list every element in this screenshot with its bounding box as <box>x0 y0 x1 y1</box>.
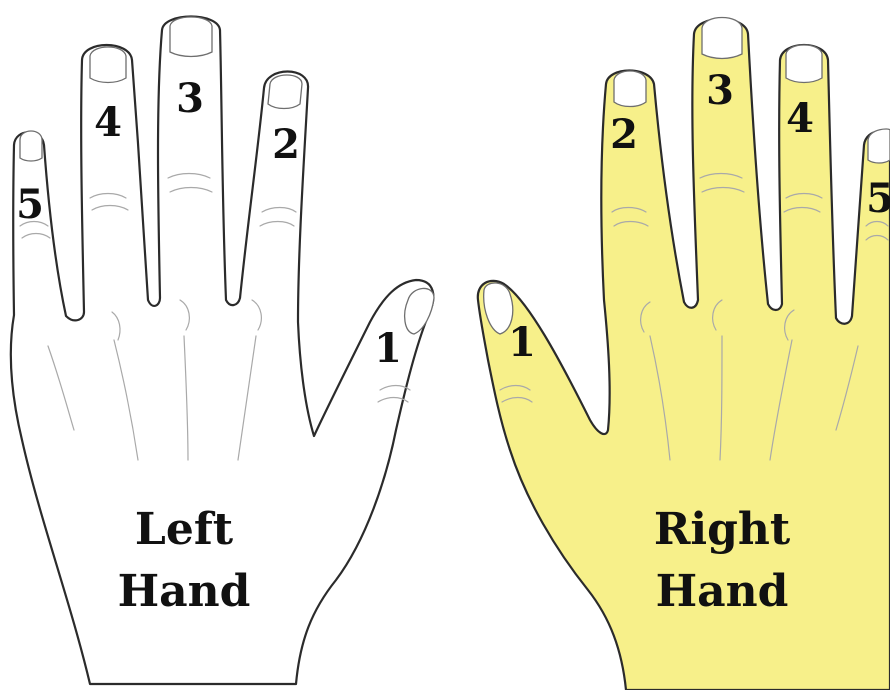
right-ring-nail <box>786 45 822 83</box>
left-little-nail <box>20 131 42 161</box>
left-hand-label-line1: Left <box>135 504 234 555</box>
left-finger-number-4: 4 <box>94 99 122 146</box>
left-finger-number-1: 1 <box>374 325 402 372</box>
right-finger-number-4: 4 <box>786 95 814 142</box>
right-middle-nail <box>702 18 742 59</box>
right-finger-number-1: 1 <box>508 319 536 366</box>
right-little-nail <box>868 129 890 163</box>
right-hand-label-line2: Hand <box>656 566 789 617</box>
right-finger-number-2: 2 <box>610 111 638 158</box>
left-hand: 5 4 3 2 1 Left Hand <box>11 17 434 685</box>
left-middle-nail <box>170 17 212 57</box>
left-index-nail <box>268 75 302 109</box>
right-hand-label-line1: Right <box>654 504 791 555</box>
left-finger-number-2: 2 <box>272 121 300 168</box>
right-finger-number-5: 5 <box>866 175 890 222</box>
right-finger-number-3: 3 <box>706 67 734 114</box>
right-index-nail <box>614 71 646 107</box>
left-finger-number-3: 3 <box>176 75 204 122</box>
left-hand-label-line2: Hand <box>118 566 251 617</box>
left-finger-number-5: 5 <box>16 181 44 228</box>
left-ring-nail <box>90 47 126 83</box>
right-hand: 1 2 3 4 5 Right Hand <box>478 18 890 690</box>
